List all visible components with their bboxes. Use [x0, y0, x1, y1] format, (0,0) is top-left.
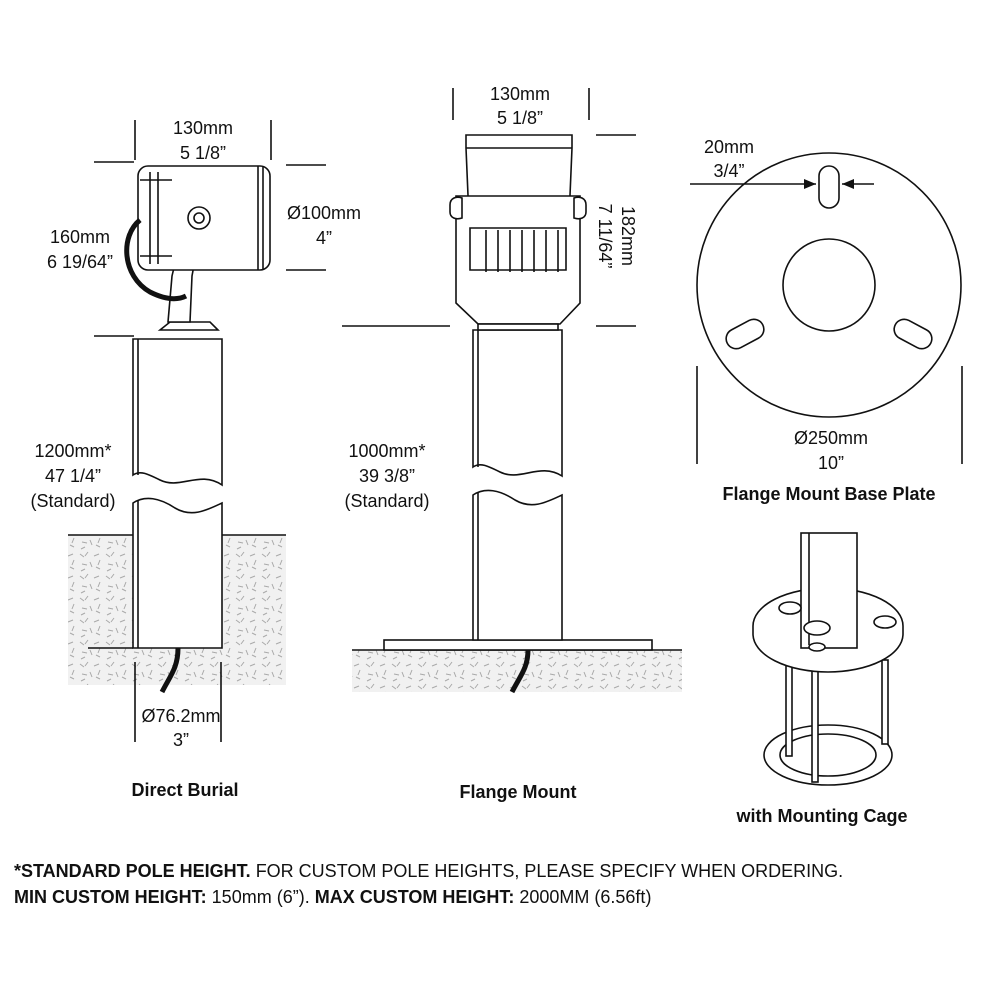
flange-plate [383, 639, 653, 651]
direct-width-mm: 130mm [173, 118, 233, 138]
cage-rod-right [881, 659, 889, 745]
ordering-notes: *STANDARD POLE HEIGHT. FOR CUSTOM POLE H… [14, 858, 986, 910]
mounting-cage-drawing: with Mounting Cage [736, 532, 908, 826]
direct-height-mm: 160mm [50, 227, 110, 247]
direct-pole-mm: 1200mm* [34, 441, 111, 461]
note-min-label: MIN CUSTOM HEIGHT: [14, 887, 207, 907]
direct-width-in: 5 1/8” [180, 143, 226, 163]
note-min-value: 150mm (6”). [206, 887, 315, 907]
cage-rod-left [785, 663, 793, 757]
caption-direct-burial: Direct Burial [131, 780, 238, 800]
direct-pole-note: (Standard) [30, 491, 115, 511]
caption-mounting-cage: with Mounting Cage [736, 806, 908, 826]
note-line-2: MIN CUSTOM HEIGHT: 150mm (6”). MAX CUSTO… [14, 884, 986, 910]
pole-direct-burial [132, 338, 223, 649]
direct-pole-dia-mm: Ø76.2mm [141, 706, 220, 726]
light-head-flange-mount [449, 134, 587, 331]
base-plate-slot-left [725, 318, 765, 350]
note-line-1: *STANDARD POLE HEIGHT. FOR CUSTOM POLE H… [14, 858, 986, 884]
direct-pole-in: 47 1/4” [45, 466, 101, 486]
direct-pole-dia-in: 3” [173, 730, 189, 750]
base-plate-slot-top [818, 165, 840, 209]
base-plate-drawing: 20mm 3/4” Ø250mm 10” Flange Mount Base P… [690, 137, 963, 504]
note-custom-height-text: FOR CUSTOM POLE HEIGHTS, PLEASE SPECIFY … [250, 861, 844, 881]
direct-burial-drawing: 130mm 5 1/8” 160mm 6 19/64” Ø100mm 4” 12… [30, 118, 361, 800]
note-max-label: MAX CUSTOM HEIGHT: [314, 887, 515, 907]
plate-slot-mm: 20mm [704, 137, 754, 157]
note-standard-height-label: *STANDARD POLE HEIGHT. [14, 861, 251, 881]
caption-flange-mount: Flange Mount [460, 782, 577, 802]
pole-flange-mount [472, 329, 563, 641]
flange-pole-mm: 1000mm* [348, 441, 425, 461]
flange-height-mm: 182mm [618, 206, 638, 266]
plate-dia-mm: Ø250mm [794, 428, 868, 448]
note-max-value: 2000MM (6.56ft) [514, 887, 652, 907]
direct-head-dia-in: 4” [316, 228, 332, 248]
base-plate-center-hole [782, 238, 876, 332]
flange-pole-note: (Standard) [344, 491, 429, 511]
plate-dia-in: 10” [818, 453, 844, 473]
flange-height-in: 7 11/64” [595, 204, 615, 269]
cable-direct-burial [159, 647, 181, 694]
direct-head-dia-mm: Ø100mm [287, 203, 361, 223]
flange-mount-drawing: 130mm 5 1/8” 182mm 7 11/64” 1000mm* 39 3… [342, 84, 682, 802]
base-plate-slot-right [893, 318, 933, 350]
light-head-direct-burial [124, 165, 271, 331]
plate-slot-in: 3/4” [713, 161, 744, 181]
cable-flange-mount [509, 649, 531, 694]
caption-base-plate: Flange Mount Base Plate [722, 484, 935, 504]
direct-height-in: 6 19/64” [47, 252, 113, 272]
flange-width-mm: 130mm [490, 84, 550, 104]
flange-pole-in: 39 3/8” [359, 466, 415, 486]
cage-rod-center [811, 663, 819, 783]
flange-width-in: 5 1/8” [497, 108, 543, 128]
